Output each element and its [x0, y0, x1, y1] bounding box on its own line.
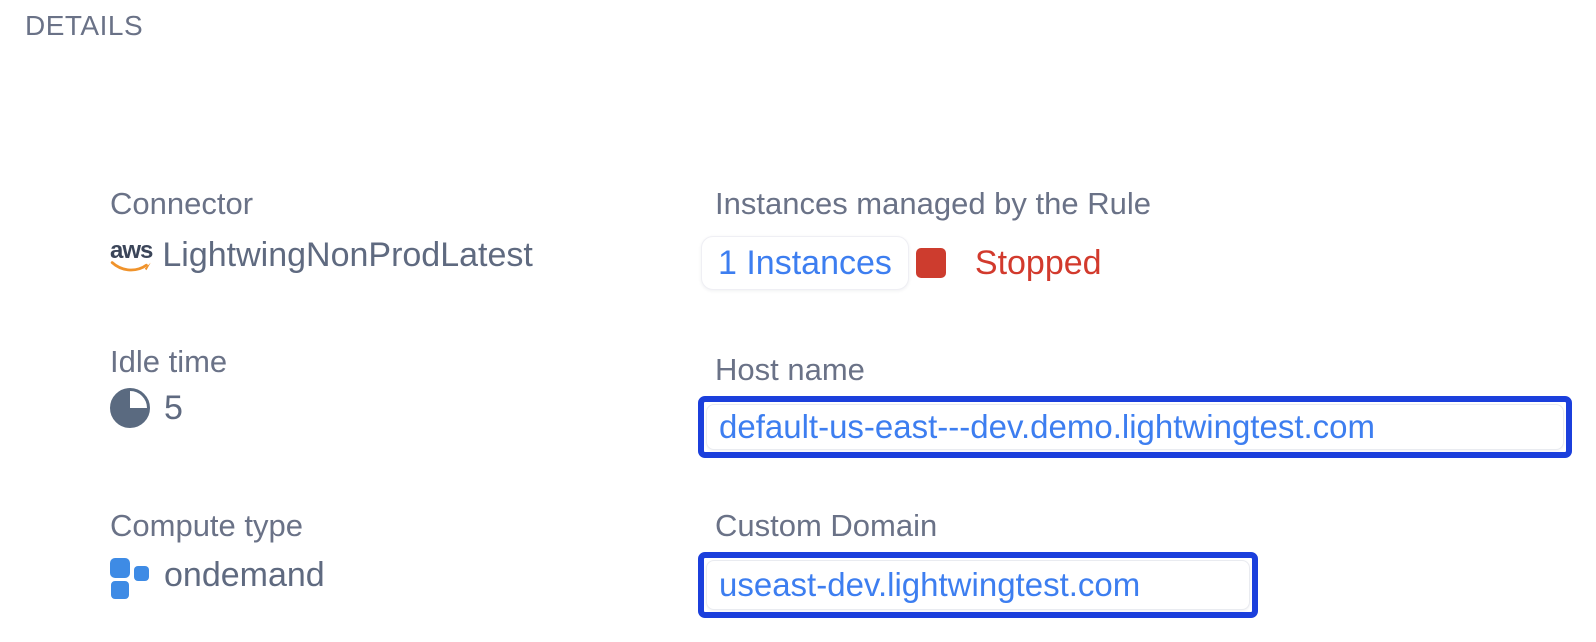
compute-type-value-row: ondemand — [110, 552, 325, 599]
idle-time-field: Idle time 5 — [110, 344, 227, 428]
idle-time-value-row: 5 — [110, 388, 227, 428]
custom-domain-field: Custom Domain useast-dev.lightwingtest.c… — [698, 508, 1258, 618]
squares-icon-part — [110, 558, 130, 578]
idle-time-label: Idle time — [110, 344, 228, 379]
instances-field: Instances managed by the Rule 1 Instance… — [701, 186, 1151, 290]
squares-icon — [110, 552, 152, 599]
host-name-label: Host name — [715, 352, 865, 387]
host-name-link[interactable]: default-us-east---dev.demo.lightwingtest… — [706, 404, 1564, 450]
instances-count-link[interactable]: 1 Instances — [701, 236, 909, 290]
squares-icon-part — [134, 566, 149, 581]
idle-time-value: 5 — [164, 388, 183, 427]
host-name-highlight-box: default-us-east---dev.demo.lightwingtest… — [698, 396, 1572, 458]
compute-type-label: Compute type — [110, 508, 303, 543]
compute-type-field: Compute type ondemand — [110, 508, 325, 599]
connector-field: Connector aws LightwingNonProdLatest — [110, 186, 533, 275]
connector-value: LightwingNonProdLatest — [162, 236, 533, 274]
host-name-field: Host name default-us-east---dev.demo.lig… — [698, 352, 1572, 458]
instances-status-label: Stopped — [974, 243, 1102, 282]
aws-icon-text: aws — [110, 236, 153, 264]
connector-label: Connector — [110, 186, 254, 221]
stopped-square-icon — [915, 248, 946, 278]
section-title: DETAILS — [25, 10, 144, 41]
aws-icon: aws — [110, 236, 153, 272]
custom-domain-label: Custom Domain — [715, 508, 938, 543]
instances-label: Instances managed by the Rule — [715, 186, 1151, 221]
instances-value-row: 1 Instances Stopped — [701, 236, 1151, 290]
custom-domain-highlight-box: useast-dev.lightwingtest.com — [698, 552, 1258, 618]
compute-type-value: ondemand — [164, 556, 325, 594]
aws-swoosh-icon — [110, 260, 151, 271]
connector-value-row: aws LightwingNonProdLatest — [110, 236, 533, 275]
pie-chart-icon — [110, 388, 150, 428]
custom-domain-link[interactable]: useast-dev.lightwingtest.com — [706, 560, 1250, 610]
squares-icon-part — [111, 581, 129, 599]
